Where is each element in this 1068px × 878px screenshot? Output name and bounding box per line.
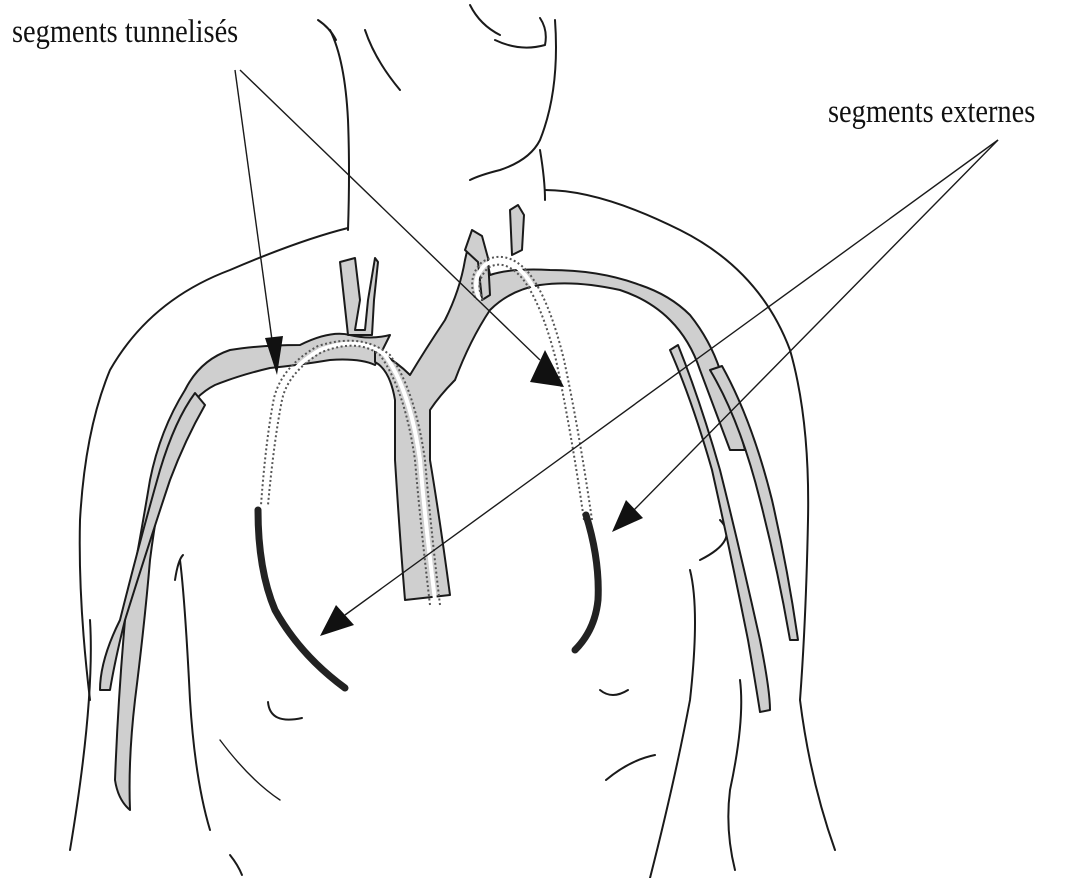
veins [100, 205, 798, 810]
tunneled-segments-label: segments tunnelisés [12, 14, 238, 51]
external-segments-label: segments externes [828, 94, 1035, 131]
external-segment-right [575, 515, 598, 650]
arrow-head [320, 605, 354, 636]
external-segment-left [258, 510, 345, 688]
